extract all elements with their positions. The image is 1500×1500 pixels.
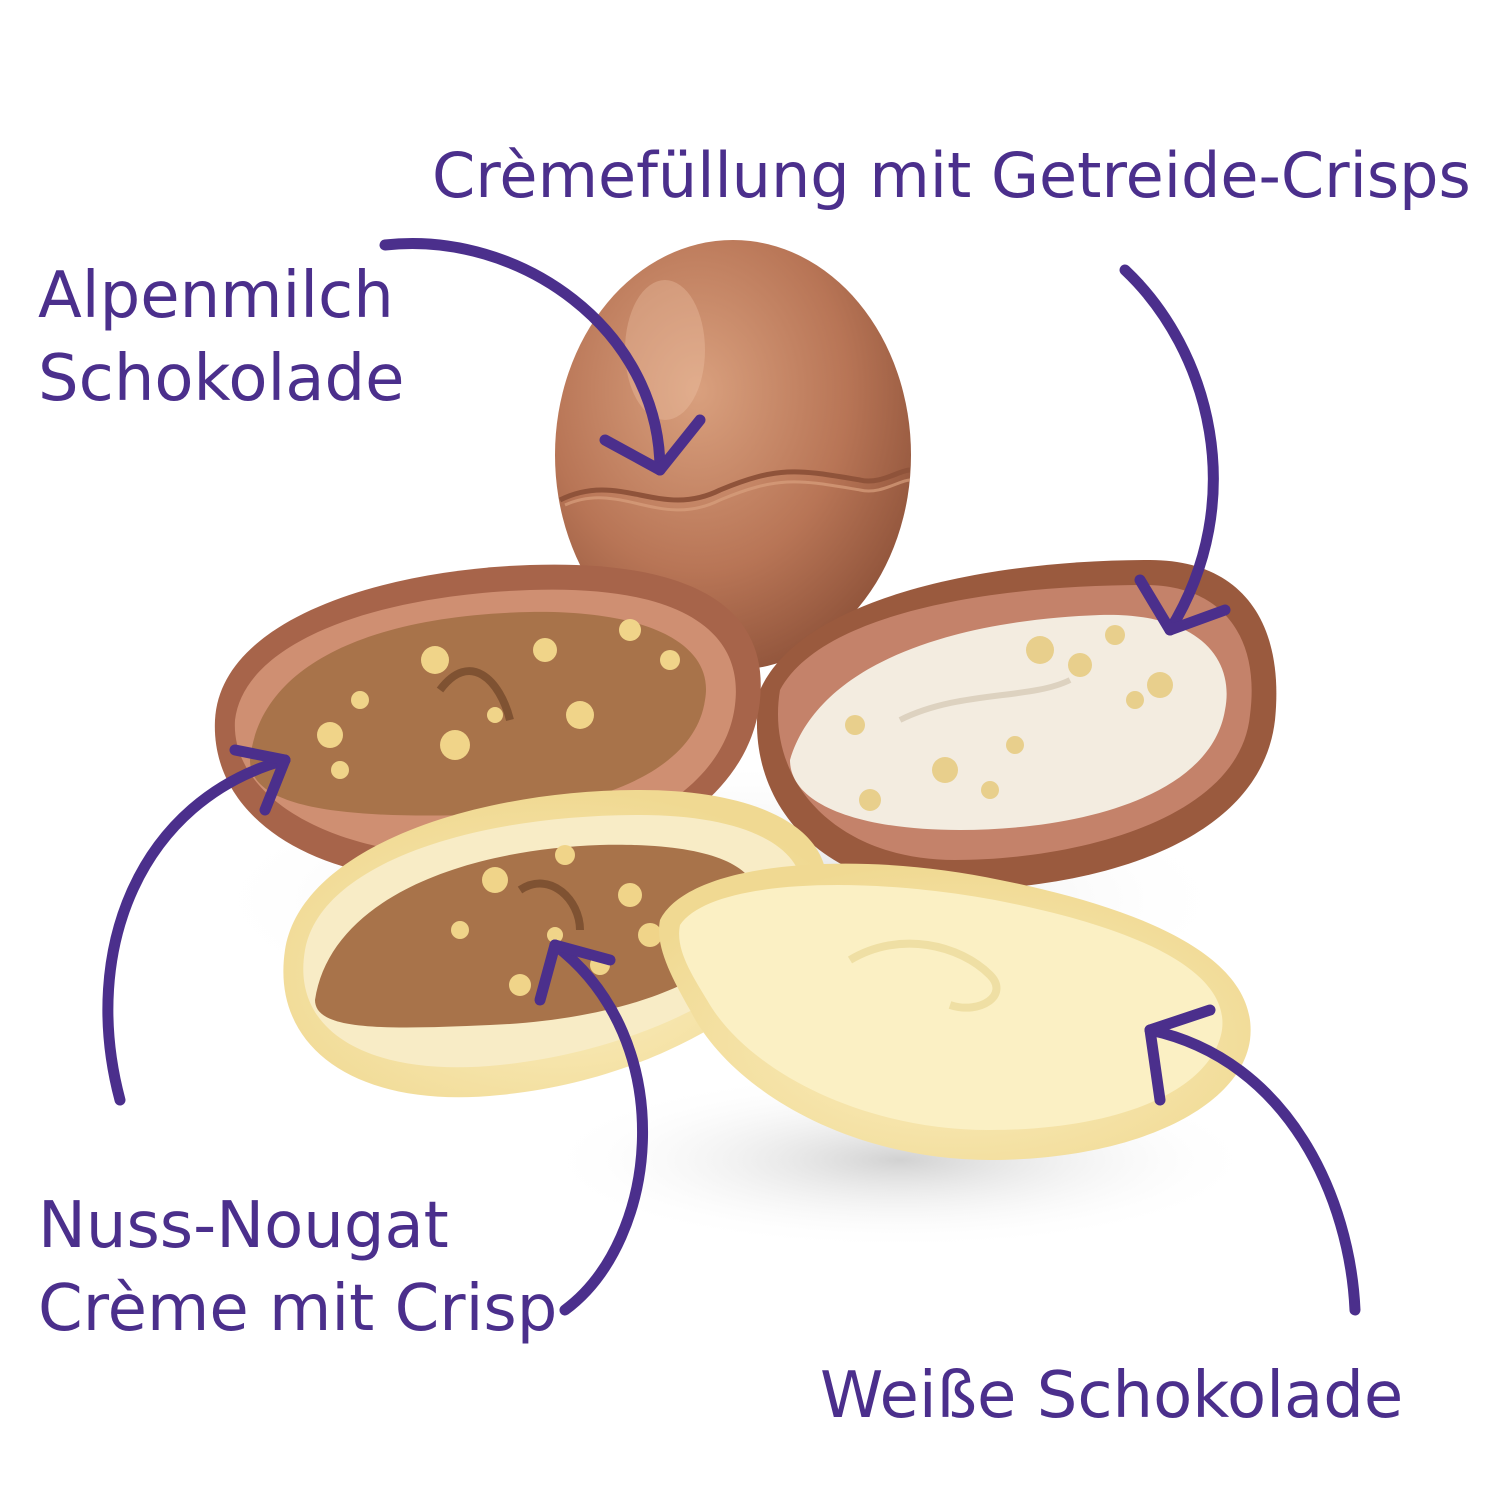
- label-cream-crisps: Crèmefüllung mit Getreide-Crisps: [432, 136, 1471, 217]
- arrow-nougat-left: [102, 754, 291, 1106]
- label-alpine-milk-line1: Alpenmilch: [38, 259, 394, 333]
- arrow-cream-crisps: [1119, 264, 1219, 636]
- label-nut-nougat: Nuss-Nougat Crème mit Crisp: [38, 1185, 557, 1351]
- arrow-nougat-left-head: [229, 744, 291, 816]
- arrow-alpine-milk: [379, 238, 666, 476]
- milk-egg-half-cream-crisp-filling: [756, 560, 1277, 890]
- label-white-chocolate: Weiße Schokolade: [820, 1355, 1403, 1438]
- arrow-cream-crisps-head: [1134, 574, 1231, 636]
- label-nut-nougat-line2: Crème mit Crisp: [38, 1272, 558, 1347]
- whole-milk-chocolate-egg: [555, 240, 911, 670]
- arrow-alpine-milk-head: [599, 414, 706, 476]
- label-nut-nougat-line1: Nuss-Nougat: [38, 1189, 449, 1263]
- arrow-white-chocolate: [1144, 1024, 1361, 1316]
- label-white-chocolate-text: Weiße Schokolade: [820, 1359, 1404, 1433]
- label-alpine-milk: Alpenmilch Schokolade: [38, 255, 404, 421]
- arrow-white-chocolate-head: [1144, 1004, 1216, 1106]
- arrow-nougat-front-head: [534, 939, 616, 1006]
- arrow-nougat-front: [549, 939, 648, 1316]
- label-alpine-milk-line2: Schokolade: [38, 342, 405, 417]
- white-egg-half-white-filling: [659, 863, 1251, 1160]
- label-cream-crisps-text: Crèmefüllung mit Getreide-Crisps: [432, 139, 1471, 212]
